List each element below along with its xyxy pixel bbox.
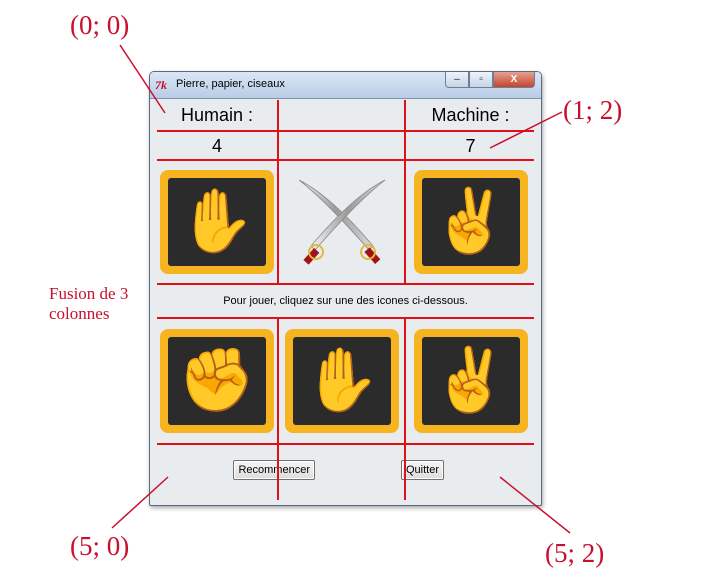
pointer-bottom-right (499, 476, 571, 534)
quit-button[interactable]: Quitter (401, 460, 445, 480)
paper-choice-cell: ✋ (280, 320, 404, 442)
annotation-merge-line1: Fusion de 3 (49, 284, 129, 303)
machine-label-cell: Machine : (407, 100, 534, 130)
pointer-right (489, 111, 563, 149)
center-cell (280, 162, 404, 282)
rock-choice-button[interactable]: ✊ (160, 329, 274, 433)
maximize-button[interactable]: ▫ (469, 72, 493, 88)
quit-cell: Quitter (401, 445, 534, 495)
annotation-merge: Fusion de 3 colonnes (49, 284, 128, 324)
restart-cell: Recommencer (157, 445, 315, 495)
machine-choice-cell: ✌ (407, 162, 534, 282)
human-label-cell: Humain : (157, 100, 277, 130)
rock-choice-cell: ✊ (157, 320, 277, 442)
close-button[interactable]: X (493, 72, 535, 88)
machine-score: 7 (465, 135, 476, 156)
human-choice-tile: ✋ (160, 170, 274, 274)
instructions-cell: Pour jouer, cliquez sur une des icones c… (157, 285, 534, 317)
scissors-hand-icon: ✌ (421, 337, 520, 425)
annotation-top-left: (0; 0) (70, 10, 130, 40)
human-choice-cell: ✋ (157, 162, 277, 282)
title-bar[interactable]: 7k Pierre, papier, ciseaux – ▫ X (150, 72, 541, 99)
scissors-hand-icon: ✌ (421, 178, 520, 266)
paper-hand-icon: ✋ (168, 178, 266, 266)
annotation-right: (1; 2) (563, 95, 623, 125)
annotation-bottom-right: (5; 2) (545, 538, 605, 568)
human-label: Humain : (180, 104, 254, 125)
crossed-swords-icon (298, 179, 386, 265)
machine-label: Machine : (431, 104, 510, 125)
paper-hand-icon: ✋ (293, 337, 391, 425)
scissors-choice-button[interactable]: ✌ (413, 329, 528, 433)
human-score-cell: 4 (157, 133, 277, 159)
restart-button[interactable]: Recommencer (233, 460, 315, 480)
game-window: 7k Pierre, papier, ciseaux – ▫ X Humain … (149, 71, 542, 506)
human-score: 4 (211, 135, 222, 156)
annotation-bottom-left: (5; 0) (70, 531, 130, 561)
paper-choice-button[interactable]: ✋ (285, 329, 399, 433)
window-controls: – ▫ X (445, 72, 535, 90)
annotation-merge-line2: colonnes (49, 304, 110, 323)
window-title: Pierre, papier, ciseaux (176, 78, 285, 90)
rock-fist-icon: ✊ (168, 337, 266, 425)
machine-score-cell: 7 (407, 133, 534, 159)
machine-choice-tile: ✌ (413, 170, 528, 274)
pointer-bottom-left (111, 476, 169, 529)
scissors-choice-cell: ✌ (407, 320, 534, 442)
pointer-top-left (119, 44, 166, 114)
tk-app-icon: 7k (155, 78, 167, 92)
minimize-button[interactable]: – (445, 72, 469, 88)
instructions-text: Pour jouer, cliquez sur une des icones c… (223, 295, 468, 307)
